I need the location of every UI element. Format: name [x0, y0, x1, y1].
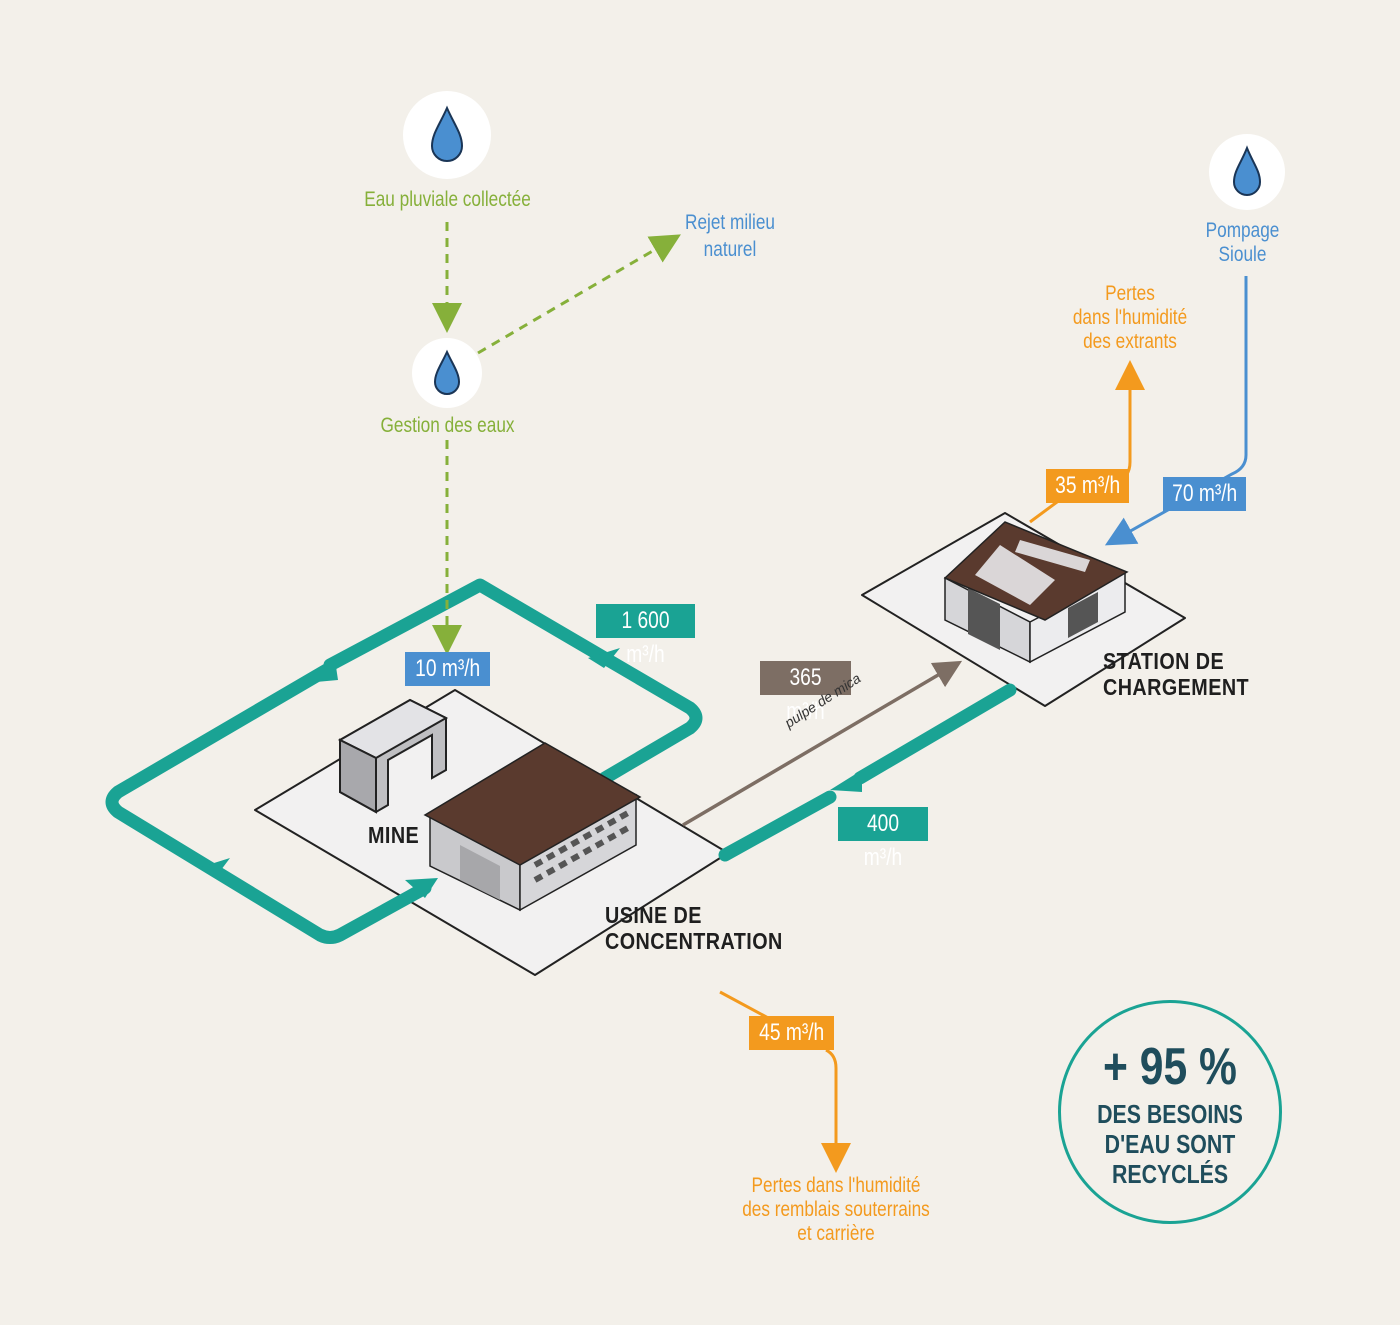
recycle-loop [105, 578, 703, 944]
recycling-badge: + 95 % DES BESOINS D'EAU SONT RECYCLÉS [1058, 1000, 1282, 1224]
reject-label-line1: Rejet milieu [685, 211, 775, 234]
mine-tunnel-icon [337, 698, 449, 814]
badge-percent: + 95 % [1103, 1038, 1237, 1096]
water-drop-icon [430, 105, 464, 162]
pumping-line [1104, 276, 1248, 546]
return-flow-tag: 400 m³/h [838, 807, 928, 871]
loop-arrow-head [588, 648, 620, 668]
plant-building-icon [423, 742, 642, 912]
pumping-flow-tag: 70 m³/h [1163, 477, 1246, 511]
pulp-flow-tag: 365 m³/h [760, 661, 851, 725]
plant-label-line1: USINE DE [605, 902, 702, 928]
rain-label: Eau pluviale collectée [364, 188, 531, 211]
water-drop-icon [433, 349, 461, 395]
mine-loop-flow-tag: 1 600 m³/h [596, 604, 695, 668]
management-label: Gestion des eaux [380, 414, 515, 437]
badge-line1: DES BESOINS [1097, 1099, 1243, 1129]
plant-label: USINE DE CONCENTRATION [605, 902, 783, 954]
extrants-loss-line3: des extrants [1083, 330, 1177, 353]
remblais-loss-flow-tag: 45 m³/h [749, 1016, 834, 1050]
return-line [718, 683, 1017, 862]
rain-drop-node [403, 91, 491, 179]
pulp-line [682, 660, 963, 827]
extrants-loss-flow-tag: 35 m³/h [1046, 469, 1129, 503]
pumping-drop-node [1209, 134, 1285, 210]
remblais-loss-line1: Pertes dans l'humidité [751, 1174, 921, 1197]
remblais-loss-line [719, 990, 836, 1158]
badge-line3: RECYCLÉS [1111, 1159, 1229, 1189]
remblais-loss-line2: des remblais souterrains [742, 1198, 930, 1221]
loop-arrow-head [198, 858, 230, 878]
station-label: STATION DE CHARGEMENT [1103, 648, 1249, 700]
extrants-loss-line2: dans l'humidité [1072, 306, 1188, 329]
management-drop-node [412, 338, 482, 408]
badge-line2: D'EAU SONT [1104, 1129, 1236, 1159]
return-arrow-head [830, 770, 862, 792]
extrants-loss-line1: Pertes [1105, 282, 1155, 305]
station-label-line1: STATION DE [1103, 648, 1225, 674]
pumping-label-line2: Sioule [1218, 243, 1267, 266]
station-label-line2: CHARGEMENT [1103, 674, 1250, 700]
plant-label-line2: CONCENTRATION [605, 928, 783, 954]
reject-label-line2: naturel [703, 238, 757, 261]
remblais-loss-line3: et carrière [797, 1222, 875, 1245]
station-building-icon [943, 521, 1129, 664]
water-drop-icon [1232, 145, 1262, 196]
mine-input-flow-tag: 10 m³/h [405, 652, 490, 686]
management-to-reject-line [477, 234, 681, 355]
loop-arrow-head [405, 878, 438, 898]
loop-arrow-head [305, 660, 338, 683]
reject-label: Rejet milieu naturel [664, 211, 795, 262]
pumping-label: Pompage Sioule [1191, 219, 1294, 267]
extrants-loss-label: Pertes dans l'humidité des extrants [1048, 282, 1212, 354]
mine-label: MINE [368, 822, 420, 848]
pumping-label-line1: Pompage [1205, 219, 1280, 242]
remblais-loss-label: Pertes dans l'humidité des remblais sout… [724, 1174, 947, 1246]
